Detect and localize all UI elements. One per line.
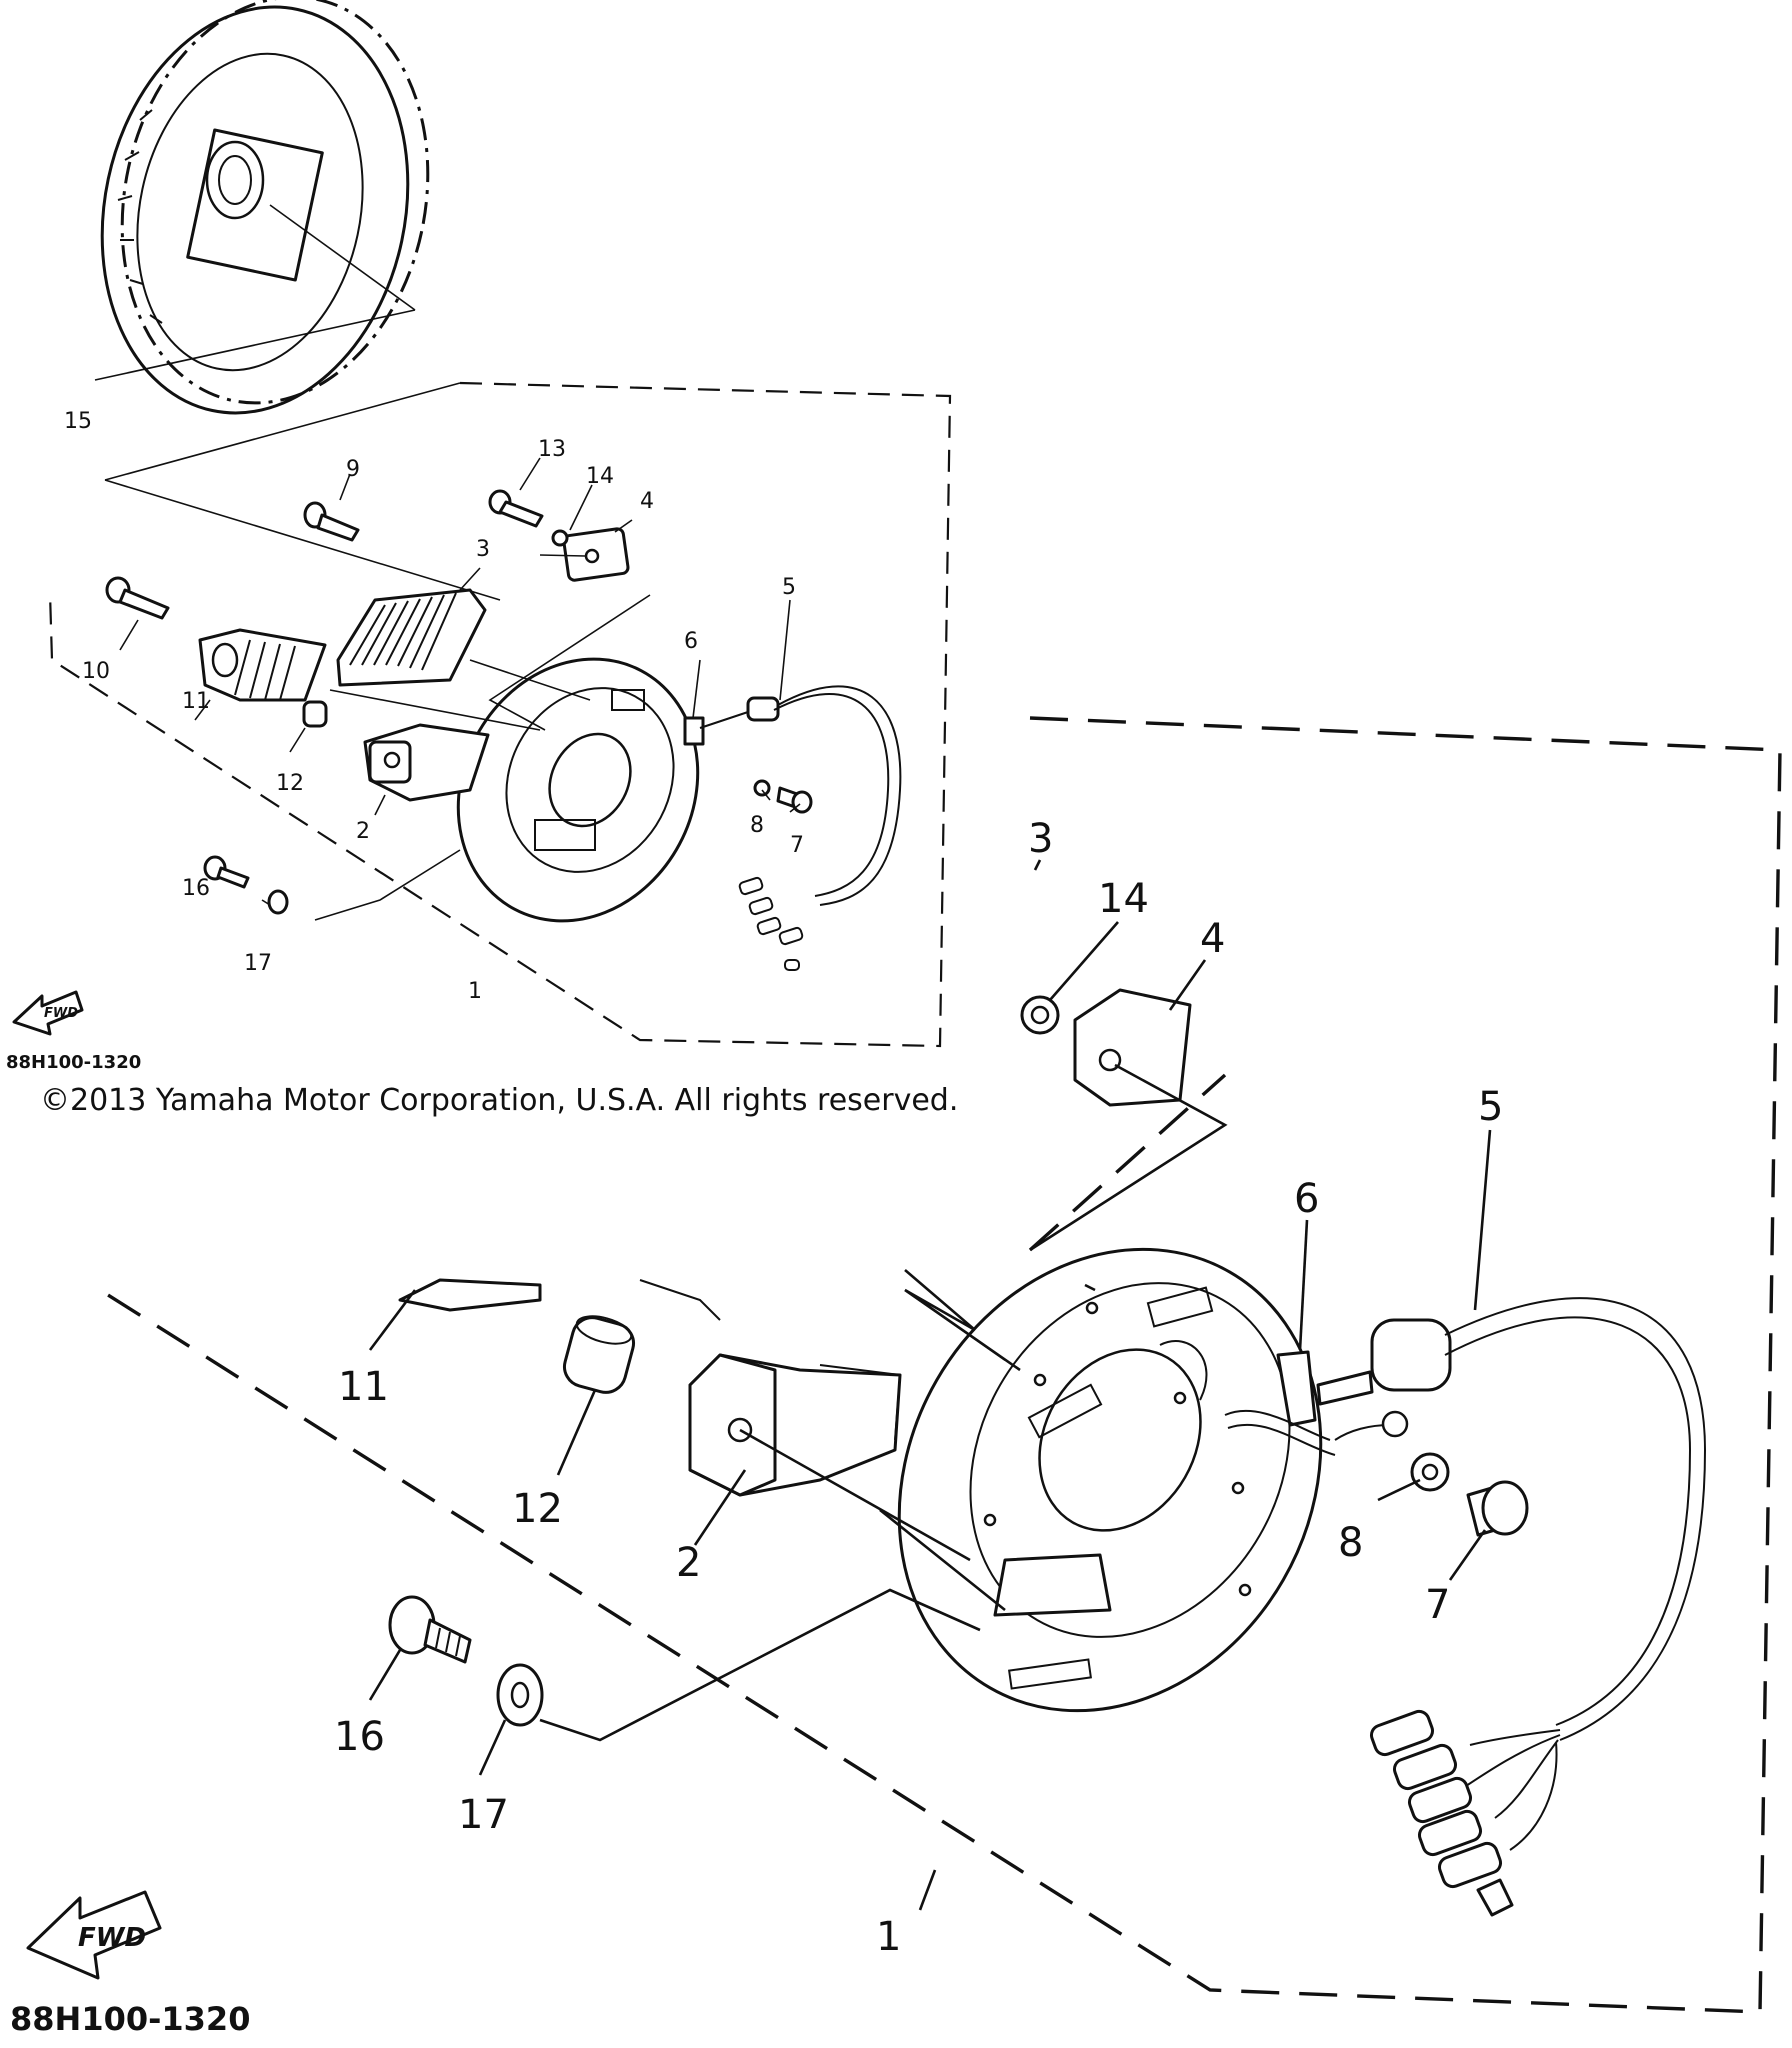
fwd-arrow-small: FWD (12, 990, 84, 1036)
label-large-5: 5 (1478, 1084, 1503, 1130)
fwd-arrow-large-label: FWD (78, 1923, 146, 1953)
part-14-washer-large (1020, 995, 1060, 1035)
label-small-3: 3 (476, 537, 490, 562)
part-12-collar-large (562, 1315, 636, 1394)
part-15-flywheel (100, 0, 430, 415)
part-6-clamp-small (683, 716, 705, 746)
assembly-boundary-large (99, 716, 1782, 2014)
part-2-coil-small (363, 723, 490, 802)
label-small-7: 7 (790, 833, 804, 858)
label-large-4: 4 (1200, 916, 1225, 962)
label-small-17: 17 (244, 951, 272, 976)
label-small-12: 12 (276, 771, 304, 796)
large-view: 3 14 4 5 6 11 12 2 8 7 16 17 1 FWD 88H10… (10, 716, 1782, 2038)
label-small-15: 15 (64, 409, 92, 434)
part-1-base-plate-large (897, 1247, 1323, 1713)
label-large-16: 16 (334, 1714, 385, 1760)
leader-lines-large (368, 859, 1492, 1911)
part-8-washer-large (1410, 1452, 1450, 1492)
part-9-screw-small (303, 501, 360, 542)
small-view: 15 9 13 14 4 3 10 6 5 11 12 2 8 7 16 17 … (6, 0, 952, 1073)
leader-lines-small (94, 204, 801, 921)
fwd-arrow-small-label: FWD (44, 1006, 78, 1021)
diagram-code-large: 88H100-1320 (10, 2000, 250, 2038)
label-small-16: 16 (182, 876, 210, 901)
part-1-base-plate-small (456, 657, 700, 923)
part-6-clamp-large (1224, 1350, 1336, 1456)
label-small-14: 14 (586, 464, 614, 489)
label-small-5: 5 (782, 575, 796, 600)
label-large-8: 8 (1338, 1520, 1363, 1566)
part-17-washer-small (267, 889, 289, 915)
copyright-notice: ©2013 Yamaha Motor Corporation, U.S.A. A… (40, 1083, 958, 1118)
part-16-screw-large (388, 1595, 472, 1664)
label-large-17: 17 (458, 1792, 509, 1838)
part-14-washer-small (551, 529, 569, 547)
part-17-washer-large (496, 1663, 544, 1727)
label-large-12: 12 (512, 1486, 563, 1532)
label-small-6: 6 (684, 629, 698, 654)
assembly-boundary-small (48, 381, 952, 1048)
label-small-13: 13 (538, 437, 566, 462)
label-large-7: 7 (1425, 1582, 1450, 1628)
label-small-10: 10 (82, 659, 110, 684)
part-11-coil-large (398, 1278, 1006, 1361)
part-5-lead-wire-large (1316, 1297, 1707, 1917)
label-small-9: 9 (346, 457, 360, 482)
part-labels-large: 3 14 4 5 6 11 12 2 8 7 16 17 1 (334, 816, 1503, 1960)
label-small-1: 1 (468, 979, 482, 1004)
part-11-coil-small (198, 628, 327, 702)
part-16-screw-small (203, 855, 250, 889)
label-large-2: 2 (676, 1540, 701, 1586)
part-2-coil-large (688, 1353, 902, 1497)
part-5-lead-wire-small (699, 685, 902, 971)
label-large-1: 1 (876, 1914, 901, 1960)
label-large-11: 11 (338, 1364, 389, 1410)
diagram-code-small: 88H100-1320 (6, 1052, 141, 1073)
label-large-6: 6 (1294, 1176, 1319, 1222)
part-12-collar-small (302, 700, 328, 728)
label-small-11: 11 (182, 689, 210, 714)
part-8-washer-small (753, 779, 771, 797)
part-7-screw-large (1466, 1480, 1529, 1537)
part-3-coil-small (336, 588, 487, 687)
part-labels-small: 15 9 13 14 4 3 10 6 5 11 12 2 8 7 16 17 … (64, 409, 804, 1004)
part-13-screw-small (488, 489, 544, 528)
label-large-3: 3 (1028, 816, 1053, 862)
part-4-coil-small (562, 527, 630, 582)
label-large-14: 14 (1098, 876, 1149, 922)
fwd-arrow-large: FWD (26, 1890, 162, 1980)
label-small-2: 2 (356, 819, 370, 844)
part-10-screw-small (105, 576, 170, 620)
label-small-4: 4 (640, 489, 654, 514)
label-small-8: 8 (750, 813, 764, 838)
